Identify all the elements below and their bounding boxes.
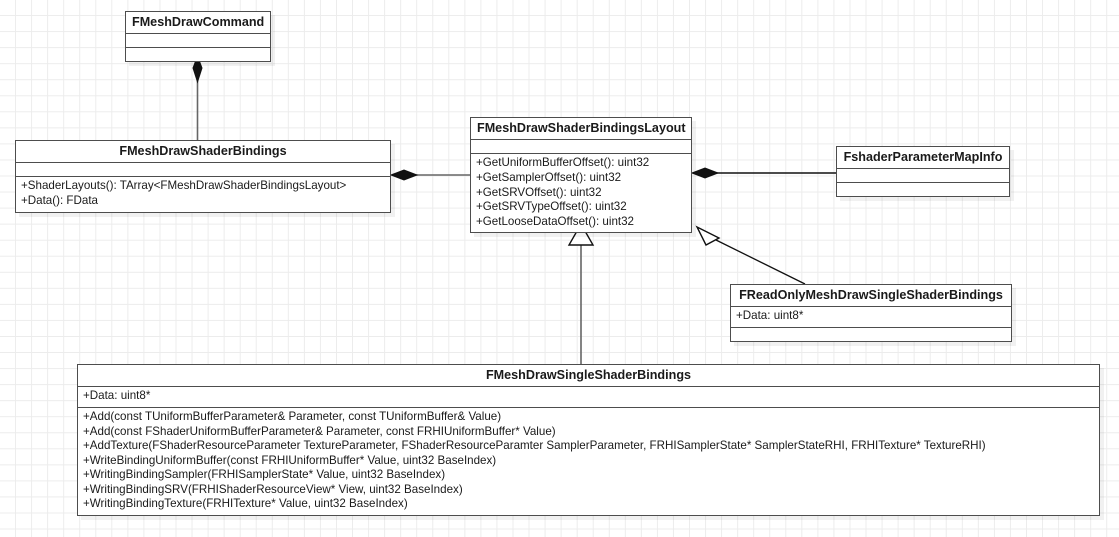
class-attributes-fmeshdrawsingleshaderbindings: +Data: uint8* bbox=[78, 386, 1099, 407]
attribute-row: +Data: uint8* bbox=[83, 389, 151, 403]
class-attributes-fmeshdrawshaderbindingslayout bbox=[471, 139, 691, 153]
operation-row: +GetSRVOffset(): uint32 bbox=[476, 185, 602, 199]
operation-row: +Add(const TUniformBufferParameter& Para… bbox=[83, 410, 502, 424]
hollow-triangle-marker-readonly bbox=[695, 225, 721, 246]
operation-row: +GetUniformBufferOffset(): uint32 bbox=[476, 156, 650, 170]
class-operations-fmeshdrawshaderbindings: +ShaderLayouts(): TArray<FMeshDrawShader… bbox=[16, 176, 390, 211]
class-box-fmeshdrawsingleshaderbindings[interactable]: FMeshDrawSingleShaderBindings +Data: uin… bbox=[77, 364, 1100, 516]
class-attributes-fshaderparametermapinfo bbox=[837, 168, 1009, 182]
operation-row: +WritingBindingTexture(FRHITexture* Valu… bbox=[83, 497, 408, 511]
filled-diamond-marker-bindings bbox=[389, 169, 419, 181]
class-operations-fmeshdrawsingleshaderbindings: +Add(const TUniformBufferParameter& Para… bbox=[78, 407, 1099, 515]
class-title-fmeshdrawshaderbindingslayout: FMeshDrawShaderBindingsLayout bbox=[477, 121, 686, 135]
class-operations-fmeshdrawshaderbindingslayout: +GetUniformBufferOffset(): uint32 +GetSa… bbox=[471, 153, 691, 232]
class-title-fmeshdrawshaderbindings: FMeshDrawShaderBindings bbox=[119, 144, 287, 158]
class-box-freadonlymeshdrawsingleshaderbindings[interactable]: FReadOnlyMeshDrawSingleShaderBindings +D… bbox=[730, 284, 1012, 343]
class-operations-fmeshdrawcommand bbox=[126, 47, 270, 61]
operation-row: +GetLooseDataOffset(): uint32 bbox=[476, 214, 635, 228]
attribute-row: +Data: uint8* bbox=[736, 309, 804, 323]
operation-row: +GetSamplerOffset(): uint32 bbox=[476, 171, 622, 185]
relationship-single-layout[interactable] bbox=[567, 222, 595, 364]
filled-diamond-marker-layout bbox=[690, 167, 720, 179]
operation-row: +Add(const FShaderUniformBufferParameter… bbox=[83, 424, 556, 438]
relationship-layout-mapinfo[interactable] bbox=[690, 167, 836, 179]
operation-row: +WriteBindingUniformBuffer(const FRHIUni… bbox=[83, 453, 497, 467]
class-attributes-fmeshdrawshaderbindings bbox=[16, 162, 390, 176]
operation-row: +Data(): FData bbox=[21, 194, 98, 208]
class-box-fshaderparametermapinfo[interactable]: FshaderParameterMapInfo bbox=[836, 146, 1010, 198]
class-box-fmeshdrawshaderbindings[interactable]: FMeshDrawShaderBindings +ShaderLayouts()… bbox=[15, 140, 391, 213]
class-title-fmeshdrawcommand: FMeshDrawCommand bbox=[132, 15, 265, 29]
class-operations-fshaderparametermapinfo bbox=[837, 182, 1009, 196]
operation-row: +AddTexture(FShaderResourceParameter Tex… bbox=[83, 439, 986, 453]
relationship-bindings-layout[interactable] bbox=[389, 169, 470, 181]
operation-row: +GetSRVTypeOffset(): uint32 bbox=[476, 200, 627, 214]
class-box-fmeshdrawshaderbindingslayout[interactable]: FMeshDrawShaderBindingsLayout +GetUnifor… bbox=[470, 117, 692, 234]
class-operations-freadonlymeshdrawsingleshaderbindings bbox=[731, 327, 1011, 341]
class-attributes-freadonlymeshdrawsingleshaderbindings: +Data: uint8* bbox=[731, 306, 1011, 327]
edge-line-readonly-layout bbox=[715, 239, 806, 285]
relationship-command-bindings[interactable] bbox=[192, 54, 203, 140]
relationship-readonly-layout[interactable] bbox=[695, 225, 806, 285]
class-title-fshaderparametermapinfo: FshaderParameterMapInfo bbox=[843, 150, 1003, 164]
class-title-freadonlymeshdrawsingleshaderbindings: FReadOnlyMeshDrawSingleShaderBindings bbox=[739, 288, 1003, 302]
class-attributes-fmeshdrawcommand bbox=[126, 33, 270, 47]
class-title-fmeshdrawsingleshaderbindings: FMeshDrawSingleShaderBindings bbox=[485, 368, 692, 382]
operation-row: +ShaderLayouts(): TArray<FMeshDrawShader… bbox=[21, 179, 347, 193]
class-box-fmeshdrawcommand[interactable]: FMeshDrawCommand bbox=[125, 11, 271, 63]
operation-row: +WritingBindingSampler(FRHISamplerState*… bbox=[83, 468, 446, 482]
operation-row: +WritingBindingSRV(FRHIShaderResourceVie… bbox=[83, 482, 463, 496]
